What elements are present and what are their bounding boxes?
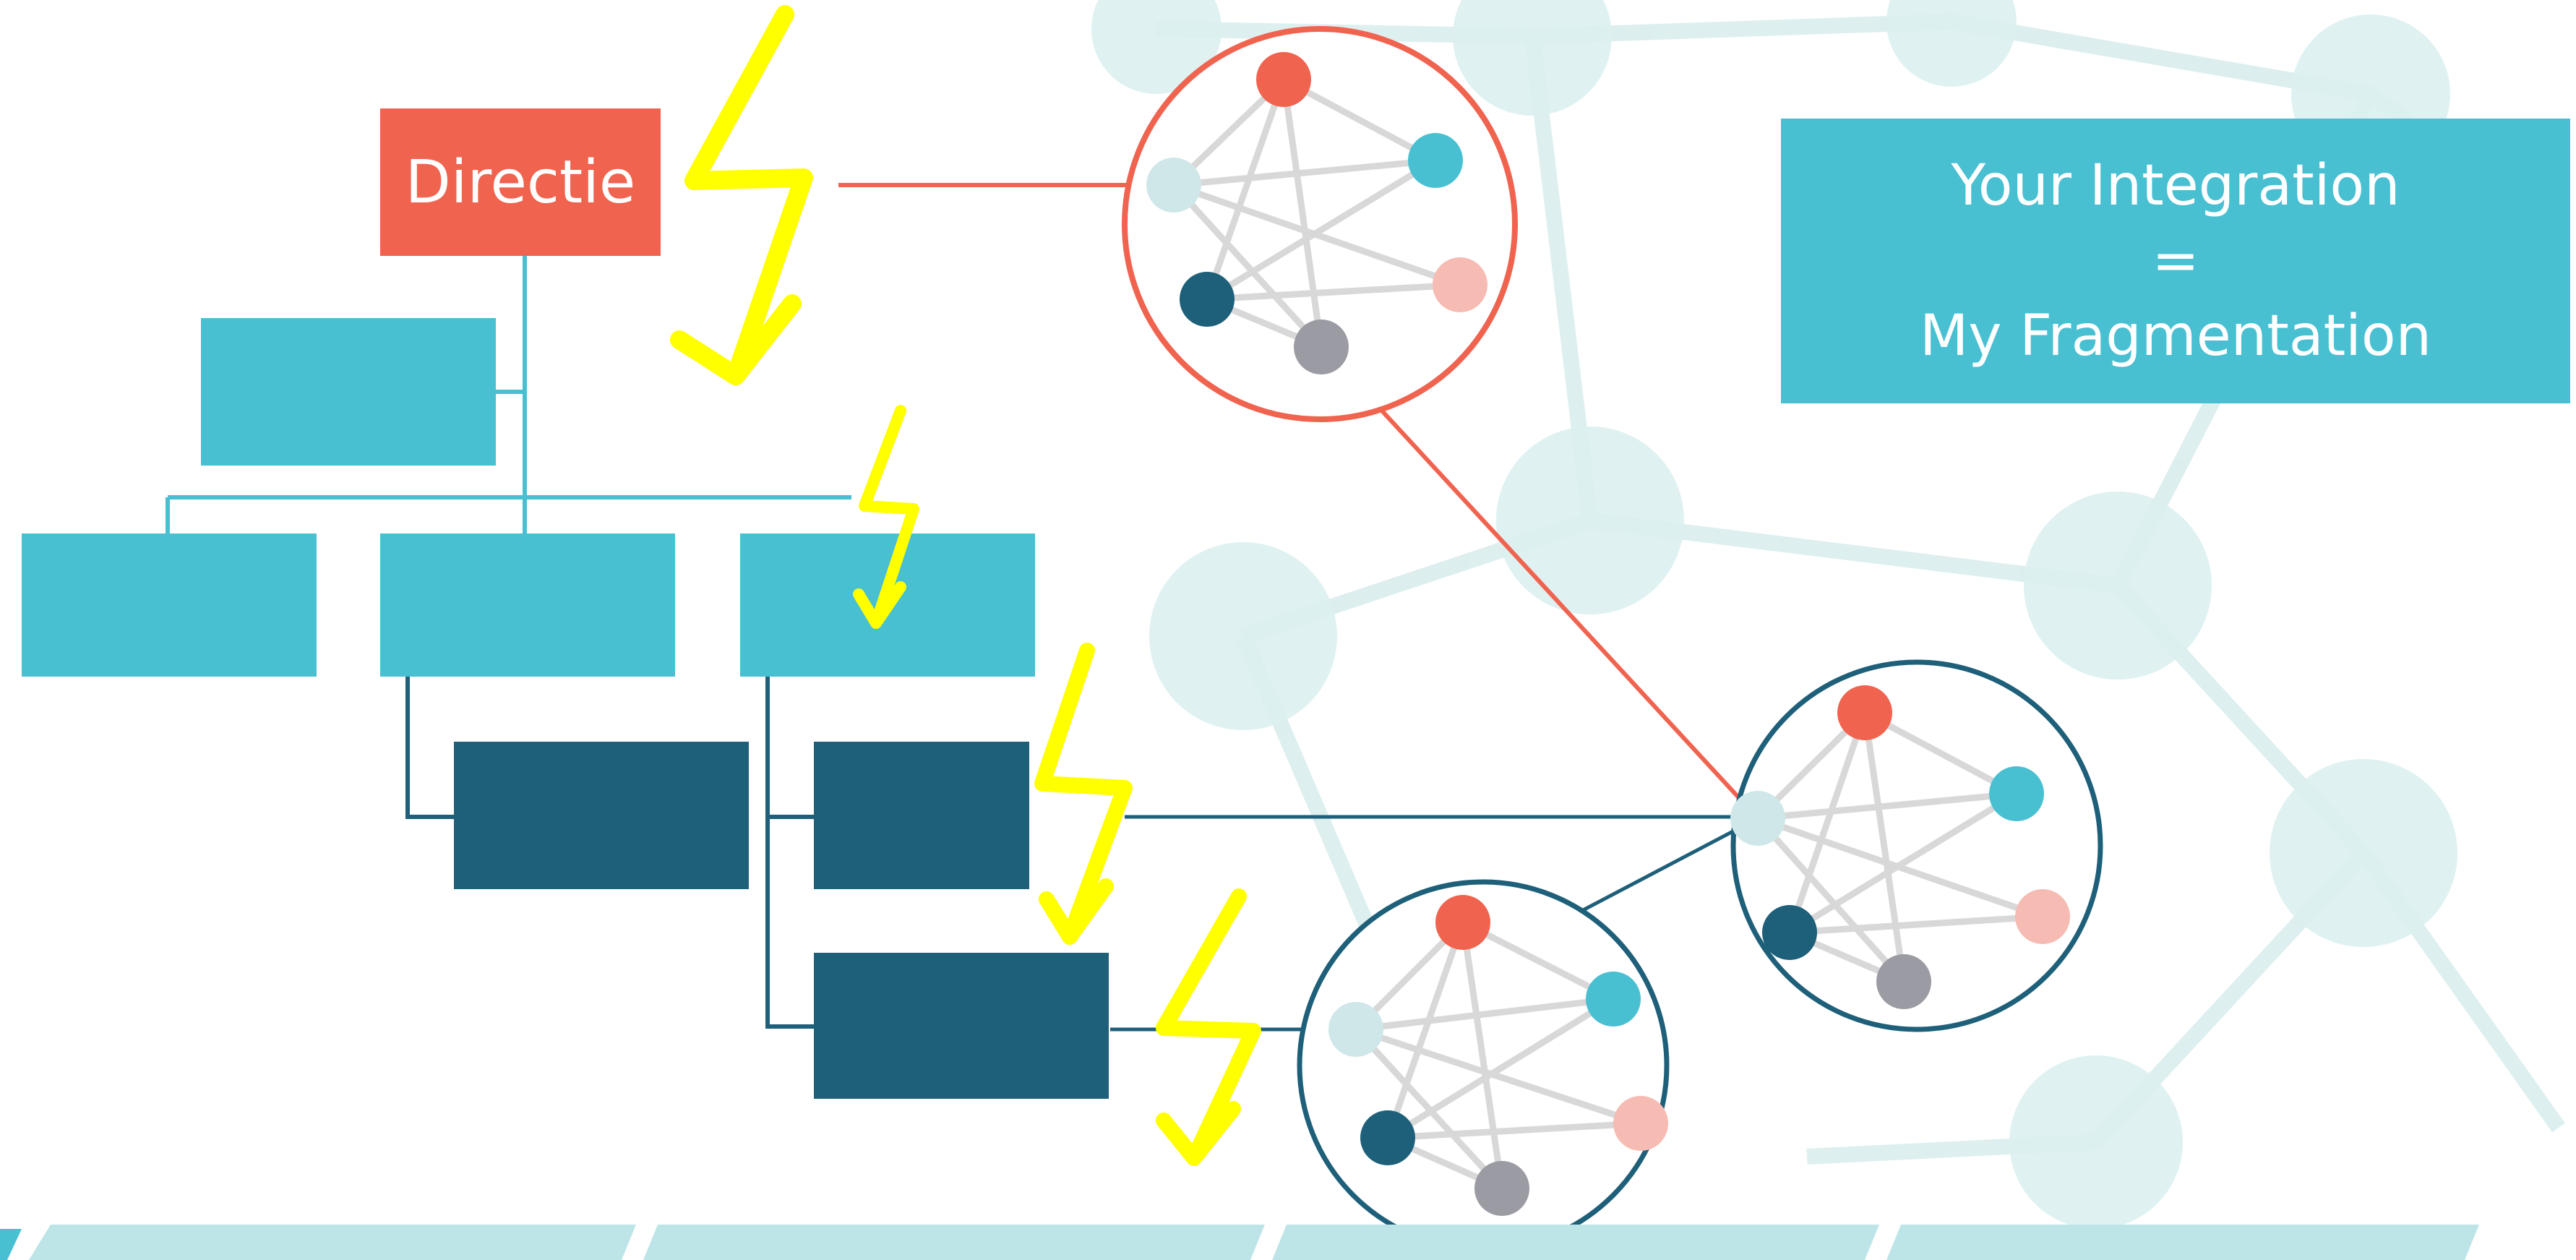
lightning-bolt-icon	[853, 405, 919, 629]
network-cluster-icon	[1730, 659, 2103, 1032]
lightning-bolt-icon	[670, 5, 813, 385]
network-cluster-icon	[1122, 26, 1518, 422]
org-box-tier4-a	[454, 742, 749, 889]
org-box-tier4-c	[814, 953, 1109, 1099]
directie-label: Directie	[405, 147, 636, 217]
lightning-bolt-icon	[1156, 888, 1261, 1166]
org-chart-connectors	[166, 256, 851, 1029]
org-box-tier3-left	[22, 533, 317, 677]
lightning-bolt-icon	[1034, 643, 1133, 945]
org-box-tier2	[201, 318, 496, 466]
network-cluster-icon	[1297, 879, 1670, 1252]
org-box-directie	[380, 108, 661, 256]
integration-callout: Your Integration = My Fragmentation	[1781, 119, 2570, 403]
callout-line-1: Your Integration	[1951, 153, 2400, 218]
org-box-tier3-middle	[380, 533, 675, 677]
bottom-banner	[0, 1225, 2479, 1260]
org-box-tier4-b	[814, 742, 1029, 889]
callout-line-3: My Fragmentation	[1919, 304, 2432, 369]
callout-line-2: =	[2152, 228, 2199, 293]
